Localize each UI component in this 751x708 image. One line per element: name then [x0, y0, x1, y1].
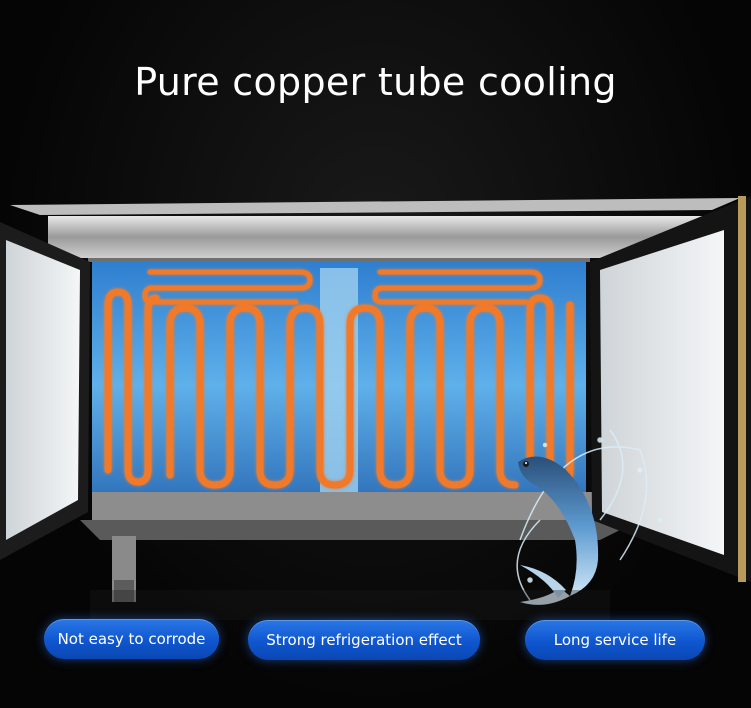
- jumping-fish-illustration: [518, 456, 599, 605]
- feature-badge-corrosion: Not easy to corrode: [44, 619, 219, 659]
- floor-reflection: [90, 590, 610, 620]
- page-title: Pure copper tube cooling: [134, 60, 617, 104]
- feature-badge-refrigeration: Strong refrigeration effect: [248, 620, 480, 660]
- left-door: [0, 222, 90, 560]
- cabinet-bottom: [92, 492, 592, 520]
- cabinet-base: [80, 520, 640, 540]
- cabinet-frame: [10, 198, 740, 262]
- feature-badge-service-life: Long service life: [525, 620, 705, 660]
- right-door: [590, 196, 751, 582]
